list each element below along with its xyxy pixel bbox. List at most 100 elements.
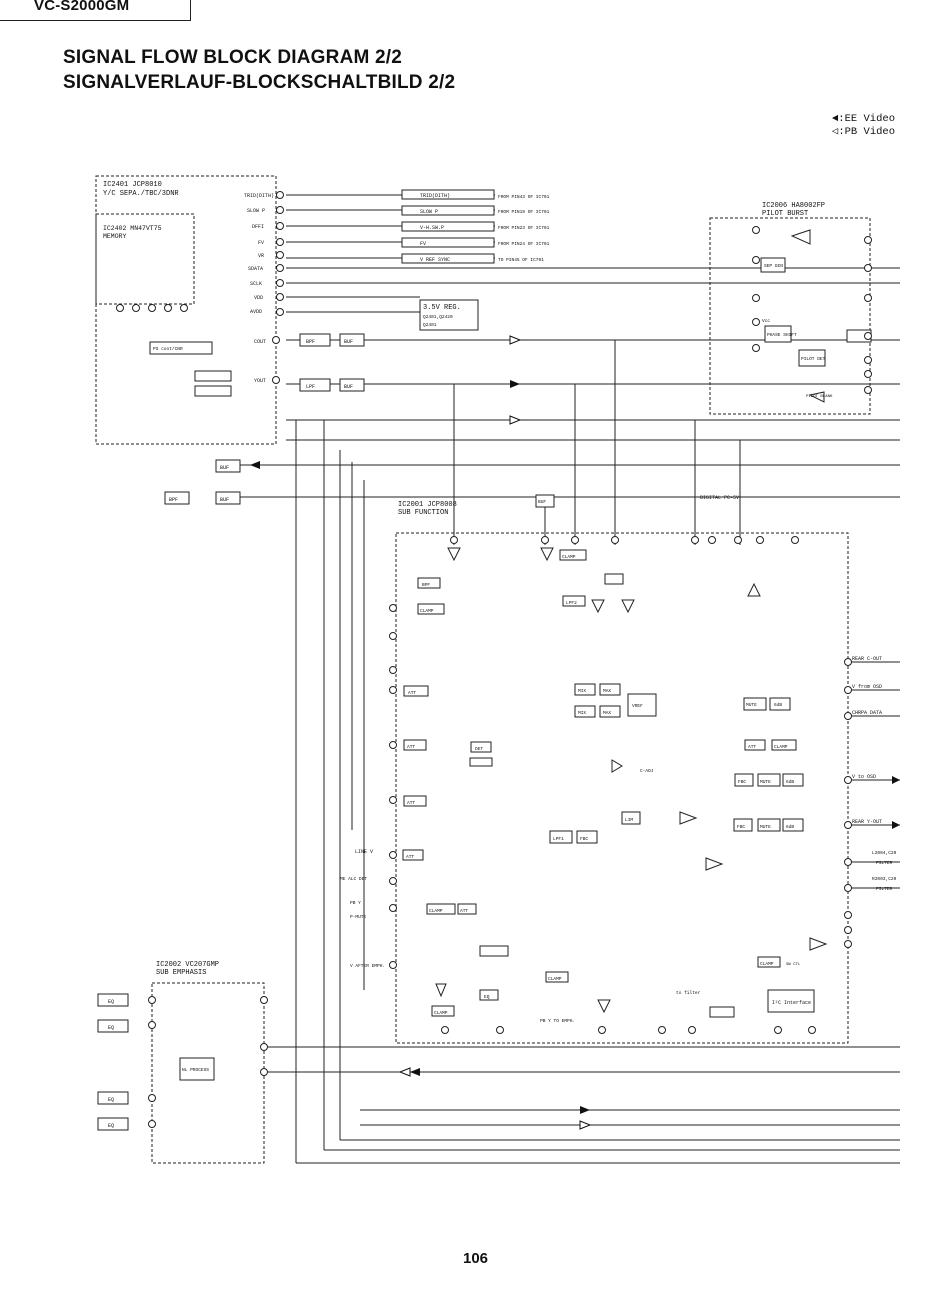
block-mute-1: MUTE <box>746 702 757 708</box>
out-filter-2: FILTER <box>876 886 893 892</box>
pin-vr: VR <box>258 253 264 259</box>
block-fbc-2: FBC <box>737 824 745 830</box>
pin-yout: YOUT <box>254 378 266 384</box>
label-p-mute: P-MUTE <box>350 914 367 920</box>
block-buf-2: BUF <box>344 384 353 390</box>
block-fbc-1: FBC <box>738 779 746 785</box>
block-att-6: ATT <box>460 908 468 914</box>
sig-vhsw: V-H.SW.P <box>420 225 444 231</box>
pin-sdata: SDATA <box>248 266 263 272</box>
pin-vdd: VDD <box>254 295 263 301</box>
page-title-german: SIGNALVERLAUF-BLOCKSCHALTBILD 2/2 <box>63 72 456 93</box>
page-title: SIGNAL FLOW BLOCK DIAGRAM 2/2 <box>63 47 403 68</box>
pin-dffi: DFFI <box>252 224 264 230</box>
note-pin45: TO PIN45 OF IC701 <box>498 257 544 263</box>
ic2001-label: IC2001 JCP8008 <box>398 501 457 509</box>
sig-fv: FV <box>420 241 426 247</box>
pin-fv: FV <box>258 240 264 246</box>
block-eq-1: EQ <box>484 994 490 1000</box>
ic2401-label: IC2401 JCP8010 <box>103 181 162 189</box>
block-clamp-1: CLAMP <box>562 554 576 560</box>
label-me-alc: ME ALC DET <box>340 876 367 882</box>
block-mute-2: MUTE <box>760 779 771 785</box>
block-max-2: MAX <box>603 710 611 716</box>
ic2006-box <box>709 217 871 415</box>
out-r2003: R2003,C20 <box>872 876 897 882</box>
out-filter-1: FILTER <box>876 860 893 866</box>
block-att-3: ATT <box>407 744 415 750</box>
block-i2c: I²C Interface <box>772 1000 811 1006</box>
note-pin23: FROM PIN23 OF IC701 <box>498 225 550 231</box>
out-v-to-osd: V to OSD <box>852 774 876 780</box>
label-pb-y: PB Y <box>350 900 361 906</box>
block-fbc-3: FBC <box>580 836 588 842</box>
out-rear-c: REAR C-OUT <box>852 656 882 662</box>
ic2002-label: IC2002 VC207GMP <box>156 961 219 969</box>
block-nl-process: NL PROCESS <box>182 1067 209 1073</box>
block-6db-2: 6dB <box>786 779 794 785</box>
block-clamp-2: CLAMP <box>420 608 434 614</box>
block-clamp-6: CLAMP <box>434 1010 448 1016</box>
ic2401-func: Y/C SEPA./TBC/3DNR <box>103 190 179 198</box>
sig-trid: TRID(DITH) <box>420 193 450 199</box>
block-att-5: ATT <box>406 854 414 860</box>
block-lpf2: LPF2 <box>566 600 577 606</box>
page-number: 106 <box>463 1250 489 1267</box>
ic2402-box <box>95 213 195 305</box>
ic2401-box <box>95 175 277 445</box>
reg-label: 3.5V REG. <box>423 304 461 312</box>
model-number: VC-S2000GM <box>34 0 130 14</box>
sig-slow: SLOW P <box>420 209 438 215</box>
ic2402-func: MEMORY <box>103 233 127 240</box>
block-mute-3: MUTE <box>760 824 771 830</box>
ic2402-label: IC2402 MN47VT75 <box>103 225 162 232</box>
block-buf-4: BUF <box>220 497 229 503</box>
out-v-from-osd: V from OSD <box>852 684 882 690</box>
block-6db-3: 6dB <box>786 824 794 830</box>
label-sw-ctl: SW CTL <box>786 963 801 967</box>
ic2006-func: PILOT BURST <box>762 210 808 218</box>
block-eq-4: EQ <box>108 1097 114 1103</box>
block-att-2: ATT <box>748 744 756 750</box>
block-buf-3: BUF <box>220 465 229 471</box>
block-lpf-1: LPF <box>306 384 315 390</box>
block-buf-5: BUF <box>538 499 546 505</box>
ic2006-label: IC2006 HA8002FP <box>762 202 825 210</box>
reg-parts: Q2401,Q2420 <box>423 314 453 320</box>
ic2002-func: SUB EMPHASIS <box>156 969 206 977</box>
block-vref: VREF <box>632 703 643 709</box>
label-line-v: LINE V <box>355 849 373 855</box>
sig-vrefsync: V REF SYNC <box>420 257 450 263</box>
block-mix-1: MIX <box>578 688 586 694</box>
block-det: DET <box>475 746 483 752</box>
block-eq-5: EQ <box>108 1123 114 1129</box>
label-pb-y-emph: PB Y TO EMPH. <box>540 1018 575 1024</box>
block-clamp-4: CLAMP <box>429 908 443 914</box>
block-eq-3: EQ <box>108 1025 114 1031</box>
block-eq-2: EQ <box>108 999 114 1005</box>
block-6db-1: 6dB <box>774 702 782 708</box>
block-att-1: ATT <box>408 690 416 696</box>
label-v-after: V AFTER EMPH. <box>350 963 385 969</box>
block-clamp-7: CLAMP <box>760 961 774 967</box>
label-to-filter: to filter <box>676 990 701 996</box>
block-buf-1: BUF <box>344 339 353 345</box>
block-sep-gen: SEP GEN <box>764 263 783 269</box>
legend-ee-video: ◄:EE Video <box>832 113 896 125</box>
block-ps: PS cont/CNR <box>153 346 183 352</box>
block-lpf1: LPF1 <box>553 836 564 842</box>
note-pin24: FROM PIN24 OF IC701 <box>498 241 550 247</box>
block-pilot-det: PILOT DET <box>801 356 826 362</box>
block-max-1: MAX <box>603 688 611 694</box>
out-l2004: L2004,C20 <box>872 850 897 856</box>
note-pin19: FROM PIN19 OF IC701 <box>498 209 550 215</box>
legend-pb-video: ◁:PB Video <box>832 126 896 138</box>
pin-cout: COUT <box>254 339 266 345</box>
block-phase-shift: PHASE SHIFT <box>767 332 797 338</box>
block-bpf-2: BPF <box>169 497 178 503</box>
model-tab: VC-S2000GM <box>0 0 191 21</box>
ic2001-box <box>395 532 849 1044</box>
ic2001-func: SUB FUNCTION <box>398 509 448 517</box>
block-mix-2: MIX <box>578 710 586 716</box>
